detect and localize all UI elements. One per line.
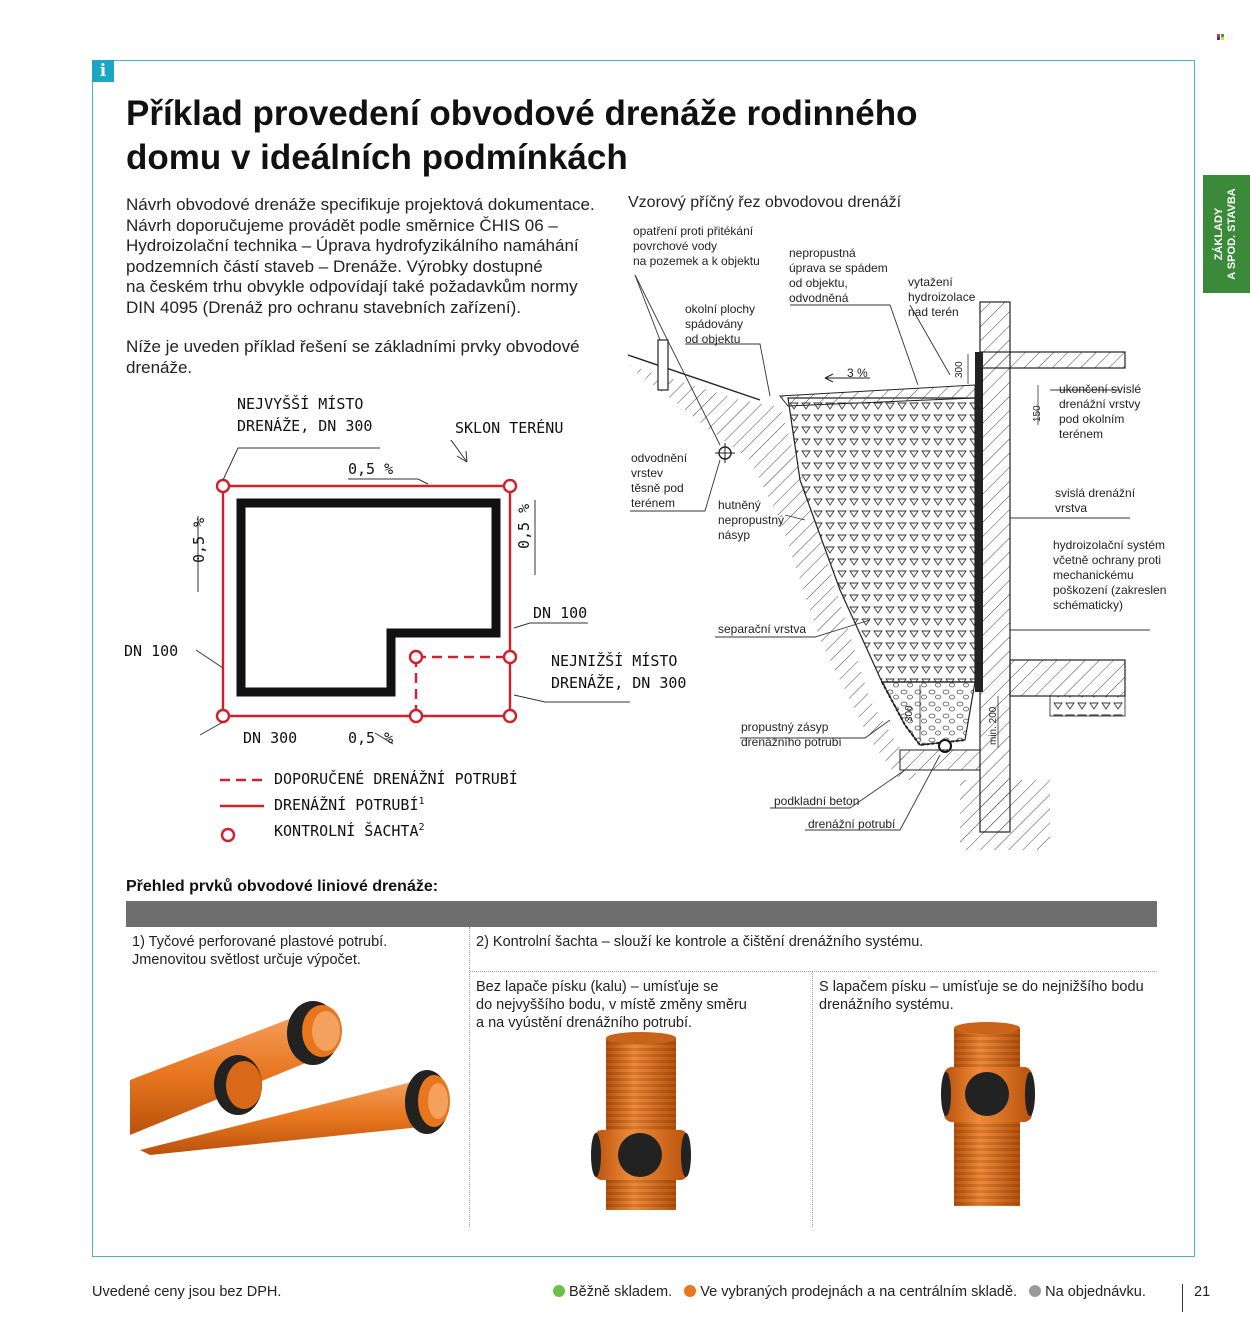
page-title: Příklad provedení obvodové drenáže rodin… [126, 94, 918, 177]
label-grade-bottom: 0,5 % [348, 729, 394, 747]
row-divider [470, 971, 1157, 972]
label-base-concrete: podkladní beton [774, 794, 860, 808]
label-dn300: DN 300 [243, 729, 298, 747]
content-frame [92, 60, 1195, 1257]
column-divider [812, 972, 813, 1227]
label-grade-right: 0,5 % [515, 503, 533, 549]
footer-legend: Běžně skladem. Ve vybraných prodejnách a… [553, 1284, 1146, 1300]
shaft [408, 649, 424, 665]
selected-stores-icon [684, 1285, 697, 1297]
shaft [502, 478, 518, 494]
section-title: Vzorový příčný řez obvodovou drenáží [628, 194, 902, 211]
info-icon: i [92, 60, 114, 82]
label-drain-pipe: drenážní potrubí [808, 817, 896, 831]
page-number: 21 [1194, 1284, 1211, 1300]
cross-section-diagram [627, 274, 1150, 850]
shaft [408, 708, 424, 724]
label-grade-top: 0,5 % [348, 460, 394, 478]
label-dn100-left: DN 100 [124, 642, 179, 660]
on-order-icon [1029, 1285, 1042, 1297]
drainage-pipe [221, 484, 512, 718]
footer-divider [1182, 1284, 1183, 1312]
solid-line-icon [220, 804, 264, 808]
label-dim-150: 150 [1032, 405, 1043, 422]
intro-paragraph-2: Níže je uveden příklad řešení se základn… [126, 337, 580, 377]
house-outline [236, 498, 501, 697]
perforated-pipe-image [130, 1001, 450, 1155]
label-dim-300b: 300 [904, 705, 915, 722]
label-dim-300: 300 [954, 361, 965, 378]
cell-pipe-desc: 1) Tyčové perforované plastové potrubí.J… [132, 934, 388, 968]
label-dn100-right: DN 100 [533, 604, 588, 622]
overview-header-bar [126, 901, 1157, 927]
shaft-icon [220, 827, 236, 843]
footer-vat-note: Uvedené ceny jsou bez DPH. [92, 1284, 282, 1300]
label-grade-left: 0,5 % [190, 517, 208, 563]
shaft-without-trap-image [591, 1032, 691, 1210]
recommended-pipe [414, 655, 510, 716]
shaft [502, 708, 518, 724]
intro-paragraph: Návrh obvodové drenáže specifikuje proje… [126, 195, 595, 317]
corner-mark-icon [1217, 27, 1225, 40]
shaft [215, 478, 231, 494]
label-slope-percent: 3 % [847, 366, 868, 380]
drainage-plan-diagram [195, 440, 630, 745]
label-separation-layer: separační vrstva [718, 622, 807, 636]
column-divider [469, 927, 470, 1227]
cell-shaft-desc: 2) Kontrolní šachta – slouží ke kontrole… [476, 934, 924, 950]
label-slope: SKLON TERÉNU [455, 419, 564, 437]
shaft-with-trap-image [941, 1022, 1035, 1206]
in-stock-icon [553, 1285, 565, 1297]
label-dim-200: min. 200 [988, 706, 999, 745]
dashed-line-icon [220, 778, 264, 782]
cell-shaft-with-trap: S lapačem písku – umísťuje se do nejnižš… [819, 979, 1144, 1013]
shaft [502, 649, 518, 665]
shaft [215, 708, 231, 724]
overview-title: Přehled prvků obvodové liniové drenáže: [126, 878, 439, 895]
